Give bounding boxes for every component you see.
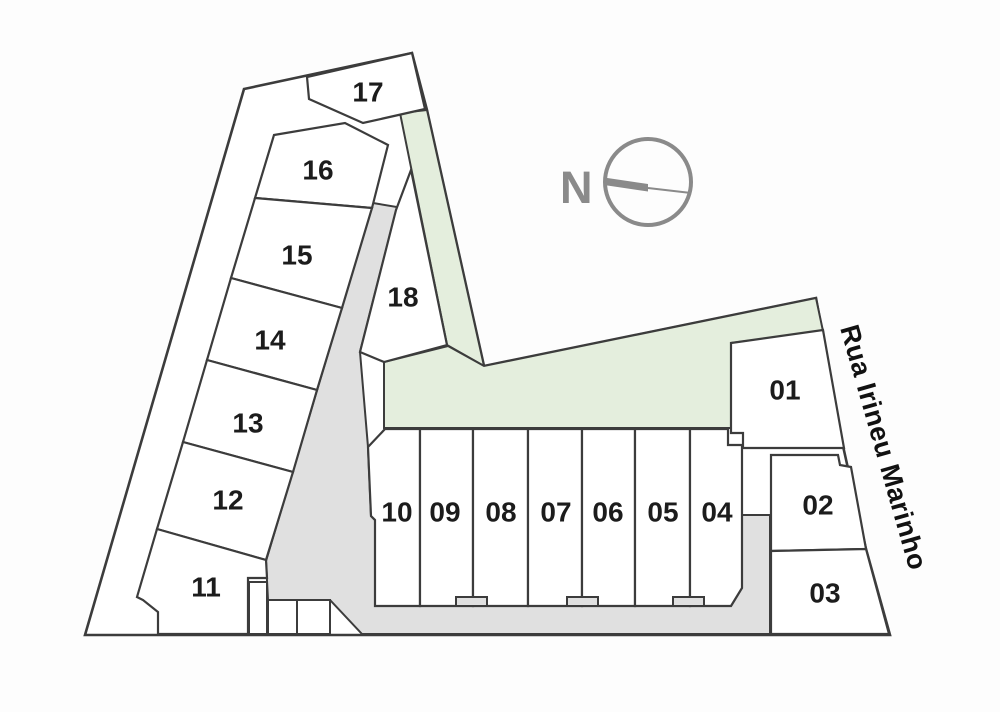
lot-label-11: 11 [191, 572, 221, 603]
compass-north-label: N [560, 162, 593, 213]
lot-label-17: 17 [352, 77, 383, 108]
lot-01 [729, 328, 846, 450]
lot-label-07: 07 [540, 497, 571, 528]
lot-label-09: 09 [429, 497, 460, 528]
lot-03 [769, 547, 891, 636]
lot-label-14: 14 [254, 325, 286, 356]
lot-18 [358, 166, 449, 364]
lot-10 [366, 427, 422, 608]
service-box-2 [267, 599, 298, 635]
lot-label-01: 01 [769, 375, 800, 406]
lot-label-15: 15 [281, 240, 312, 271]
service-box-3 [296, 599, 331, 635]
lot-label-06: 06 [592, 497, 623, 528]
road-tabs-layer [455, 596, 705, 607]
compass-needle-icon [604, 177, 648, 192]
lot-label-18: 18 [387, 282, 418, 313]
service-boxes-layer [248, 581, 331, 635]
lot-label-03: 03 [809, 578, 840, 609]
lots-layer [135, 51, 891, 636]
lot-label-12: 12 [212, 485, 243, 516]
lot-label-16: 16 [302, 155, 333, 186]
lot-labels-layer: 17 16 15 14 13 12 11 18 10 09 08 07 06 05 04 01 02 03 [191, 77, 840, 609]
lot-label-08: 08 [485, 497, 516, 528]
service-box-1 [248, 581, 268, 635]
lot-17 [305, 51, 427, 125]
road-tab-1 [455, 596, 488, 607]
compass: N [560, 137, 693, 227]
lot-label-13: 13 [232, 408, 263, 439]
lot-11 [135, 527, 269, 636]
road-tab-3 [672, 596, 705, 607]
lot-label-10: 10 [381, 497, 412, 528]
lot-16 [253, 121, 390, 210]
lot-label-04: 04 [701, 497, 733, 528]
lot-label-05: 05 [647, 497, 678, 528]
road-tab-2 [566, 596, 599, 607]
compass-needle-line-icon [647, 187, 692, 194]
lot-label-02: 02 [802, 490, 833, 521]
